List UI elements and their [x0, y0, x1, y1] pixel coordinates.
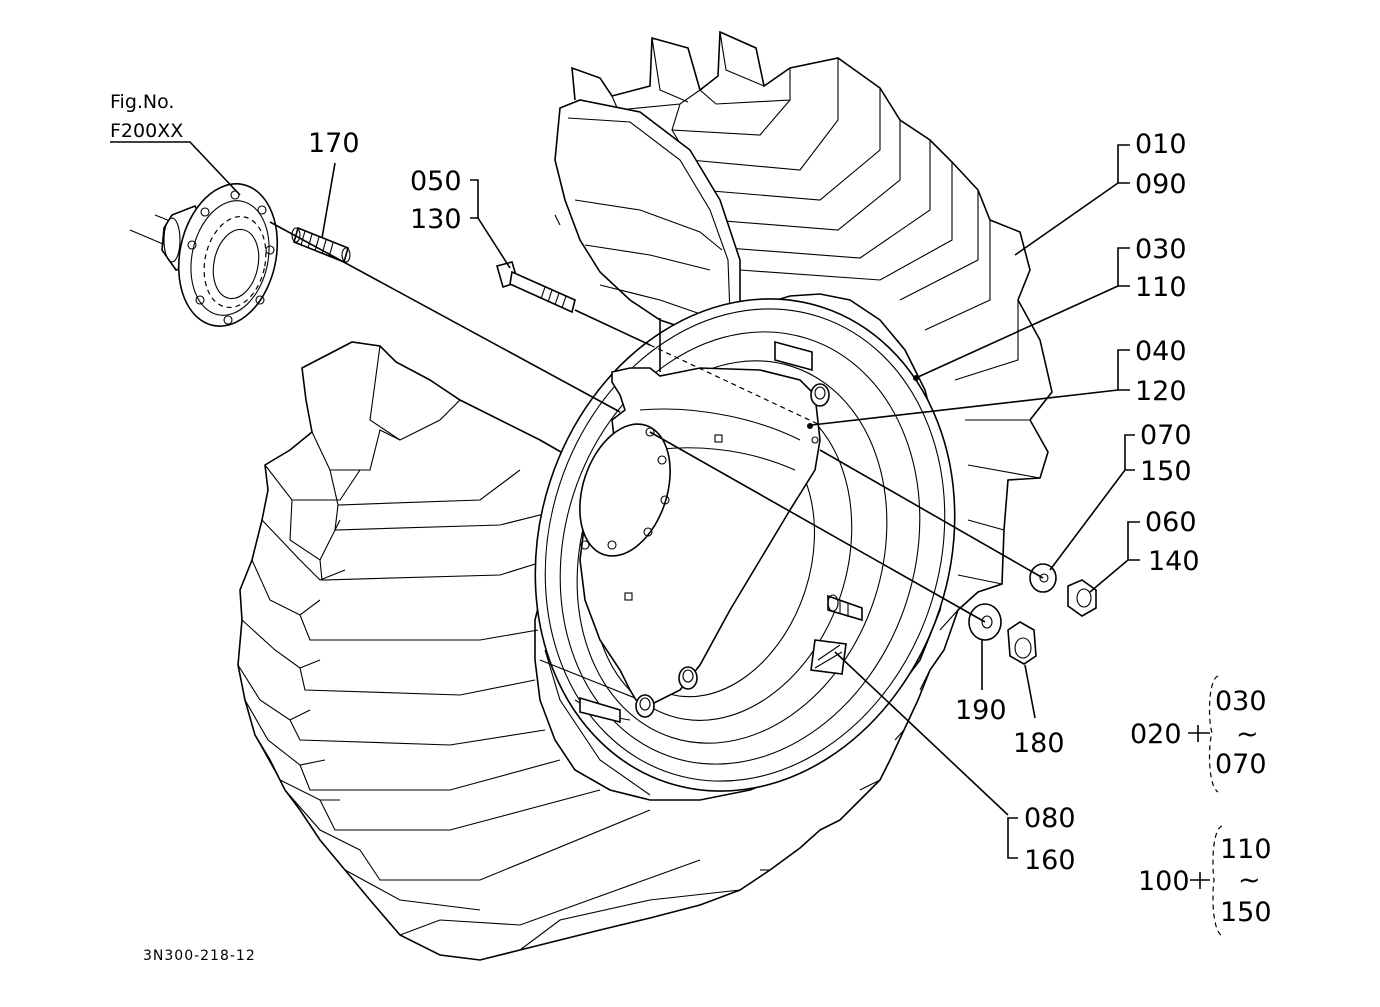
callout-180: 180 [1013, 728, 1065, 759]
callout-120: 120 [1135, 376, 1187, 407]
callout-130: 130 [410, 204, 462, 235]
fig-no-label: Fig.No. [110, 91, 174, 113]
callout-150: 150 [1140, 456, 1192, 487]
stud-170 [291, 226, 351, 264]
nut-060 [1067, 579, 1097, 617]
nut-180 [1007, 621, 1037, 665]
callout-140: 140 [1148, 546, 1200, 577]
callout-040: 040 [1135, 336, 1187, 367]
axle-flange [129, 183, 279, 327]
bolt-050 [496, 261, 576, 314]
assembly-020-to: 070 [1215, 749, 1267, 780]
callout-170: 170 [308, 128, 360, 159]
callout-060: 060 [1145, 507, 1197, 538]
assembly-100: 100 [1138, 866, 1190, 897]
drawing-reference: 3N300-218-12 [143, 948, 256, 964]
callout-010: 010 [1135, 129, 1187, 160]
wheel-rim [534, 298, 956, 796]
assembly-100-from: 110 [1220, 834, 1272, 865]
tire-section [554, 99, 741, 331]
callout-030: 030 [1135, 234, 1187, 265]
callout-080: 080 [1024, 803, 1076, 834]
callout-070: 070 [1140, 420, 1192, 451]
assembly-020: 020 [1130, 719, 1182, 750]
callout-050: 050 [410, 166, 462, 197]
assembly-100-to: 150 [1220, 897, 1272, 928]
assembly-100-tilde: ~ [1238, 865, 1261, 896]
fig-no-value: F200XX [110, 120, 183, 142]
assembly-020-from: 030 [1215, 686, 1267, 717]
disc-bolt-lower-1 [678, 666, 698, 690]
valve-stem [827, 594, 863, 622]
labels: Fig.No. F200XX 170 050 130 010 090 030 1… [110, 91, 1272, 964]
callout-160: 160 [1024, 845, 1076, 876]
assembly-020-tilde: ~ [1236, 719, 1259, 750]
tire [237, 30, 1053, 961]
callout-090: 090 [1135, 169, 1187, 200]
callout-110: 110 [1135, 272, 1187, 303]
leader-lines [110, 141, 1223, 937]
disc-bolt-lower-2 [635, 694, 655, 718]
disc-bolt-upper [810, 383, 830, 407]
callout-190: 190 [955, 695, 1007, 726]
